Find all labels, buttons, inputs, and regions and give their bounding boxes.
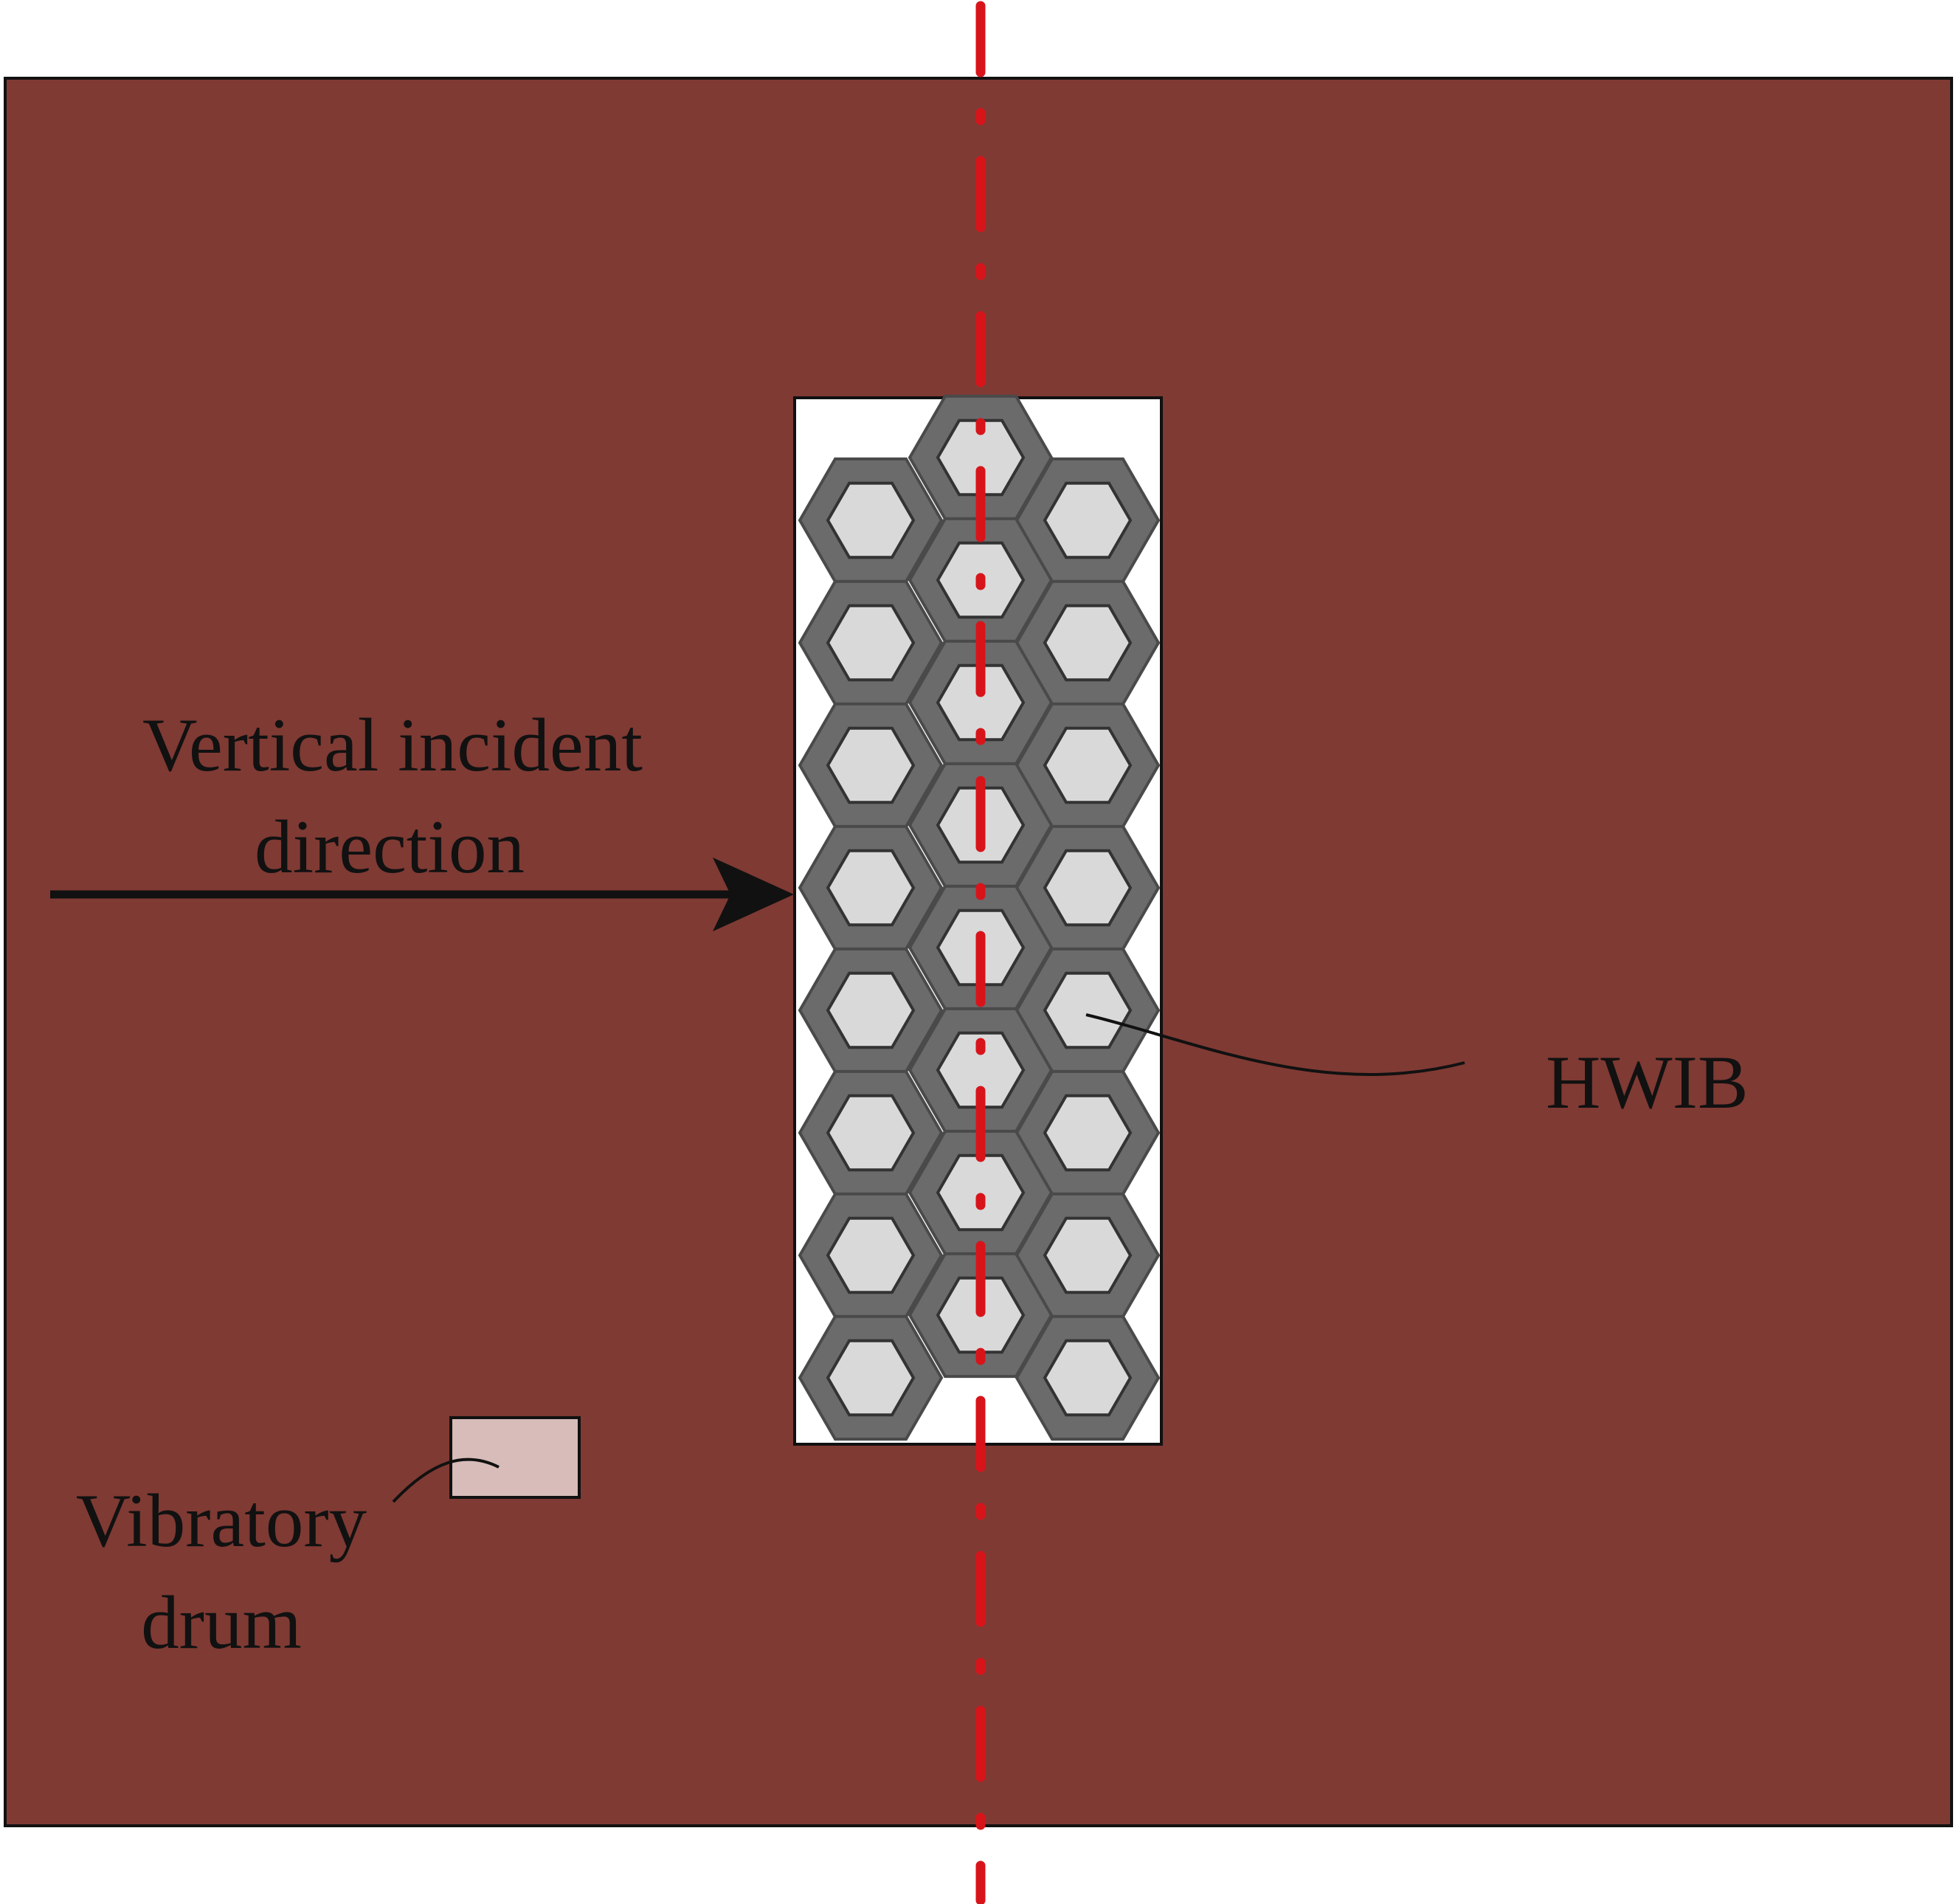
hex-cell-left-core [826,1216,916,1294]
hex-cell-right-core [1043,1339,1133,1417]
drum-label-line1: Vibratory [76,1479,367,1563]
hex-cell-left-core [826,481,916,559]
hwib-leader-line [1085,1013,1465,1076]
hex-cell-middle-core [936,663,1026,742]
hex-cell-left-core [826,726,916,804]
hex-cell-right-core [1043,1094,1133,1172]
vibratory-drum [449,1416,581,1499]
hex-cell-middle-core [936,1031,1026,1109]
hex-cell-right-core [1043,849,1133,927]
drum-leader-line [392,1458,500,1503]
hex-cell-right-core [1043,604,1133,682]
hex-cell-left-core [826,604,916,682]
incident-label-line2: direction [255,805,525,889]
hwib-label: HWIB [1546,1041,1749,1125]
hex-cell-right-core [1043,971,1133,1049]
hex-cell-left-core [826,849,916,927]
hex-cell-left-core [826,1094,916,1172]
hex-cell-middle-core [936,418,1026,497]
hwib-hexagon-cells [798,394,1161,1441]
hex-cell-left-core [826,1339,916,1417]
drum-label-line2: drum [141,1581,301,1665]
hex-cell-left-core [826,971,916,1049]
hex-cell-right-core [1043,726,1133,804]
incident-label-line1: Vertical incident [142,703,643,787]
incident-direction-arrow [50,858,794,931]
hex-cell-middle-core [936,1153,1026,1232]
hex-cell-right-core [1043,1216,1133,1294]
hex-cell-right-core [1043,481,1133,559]
